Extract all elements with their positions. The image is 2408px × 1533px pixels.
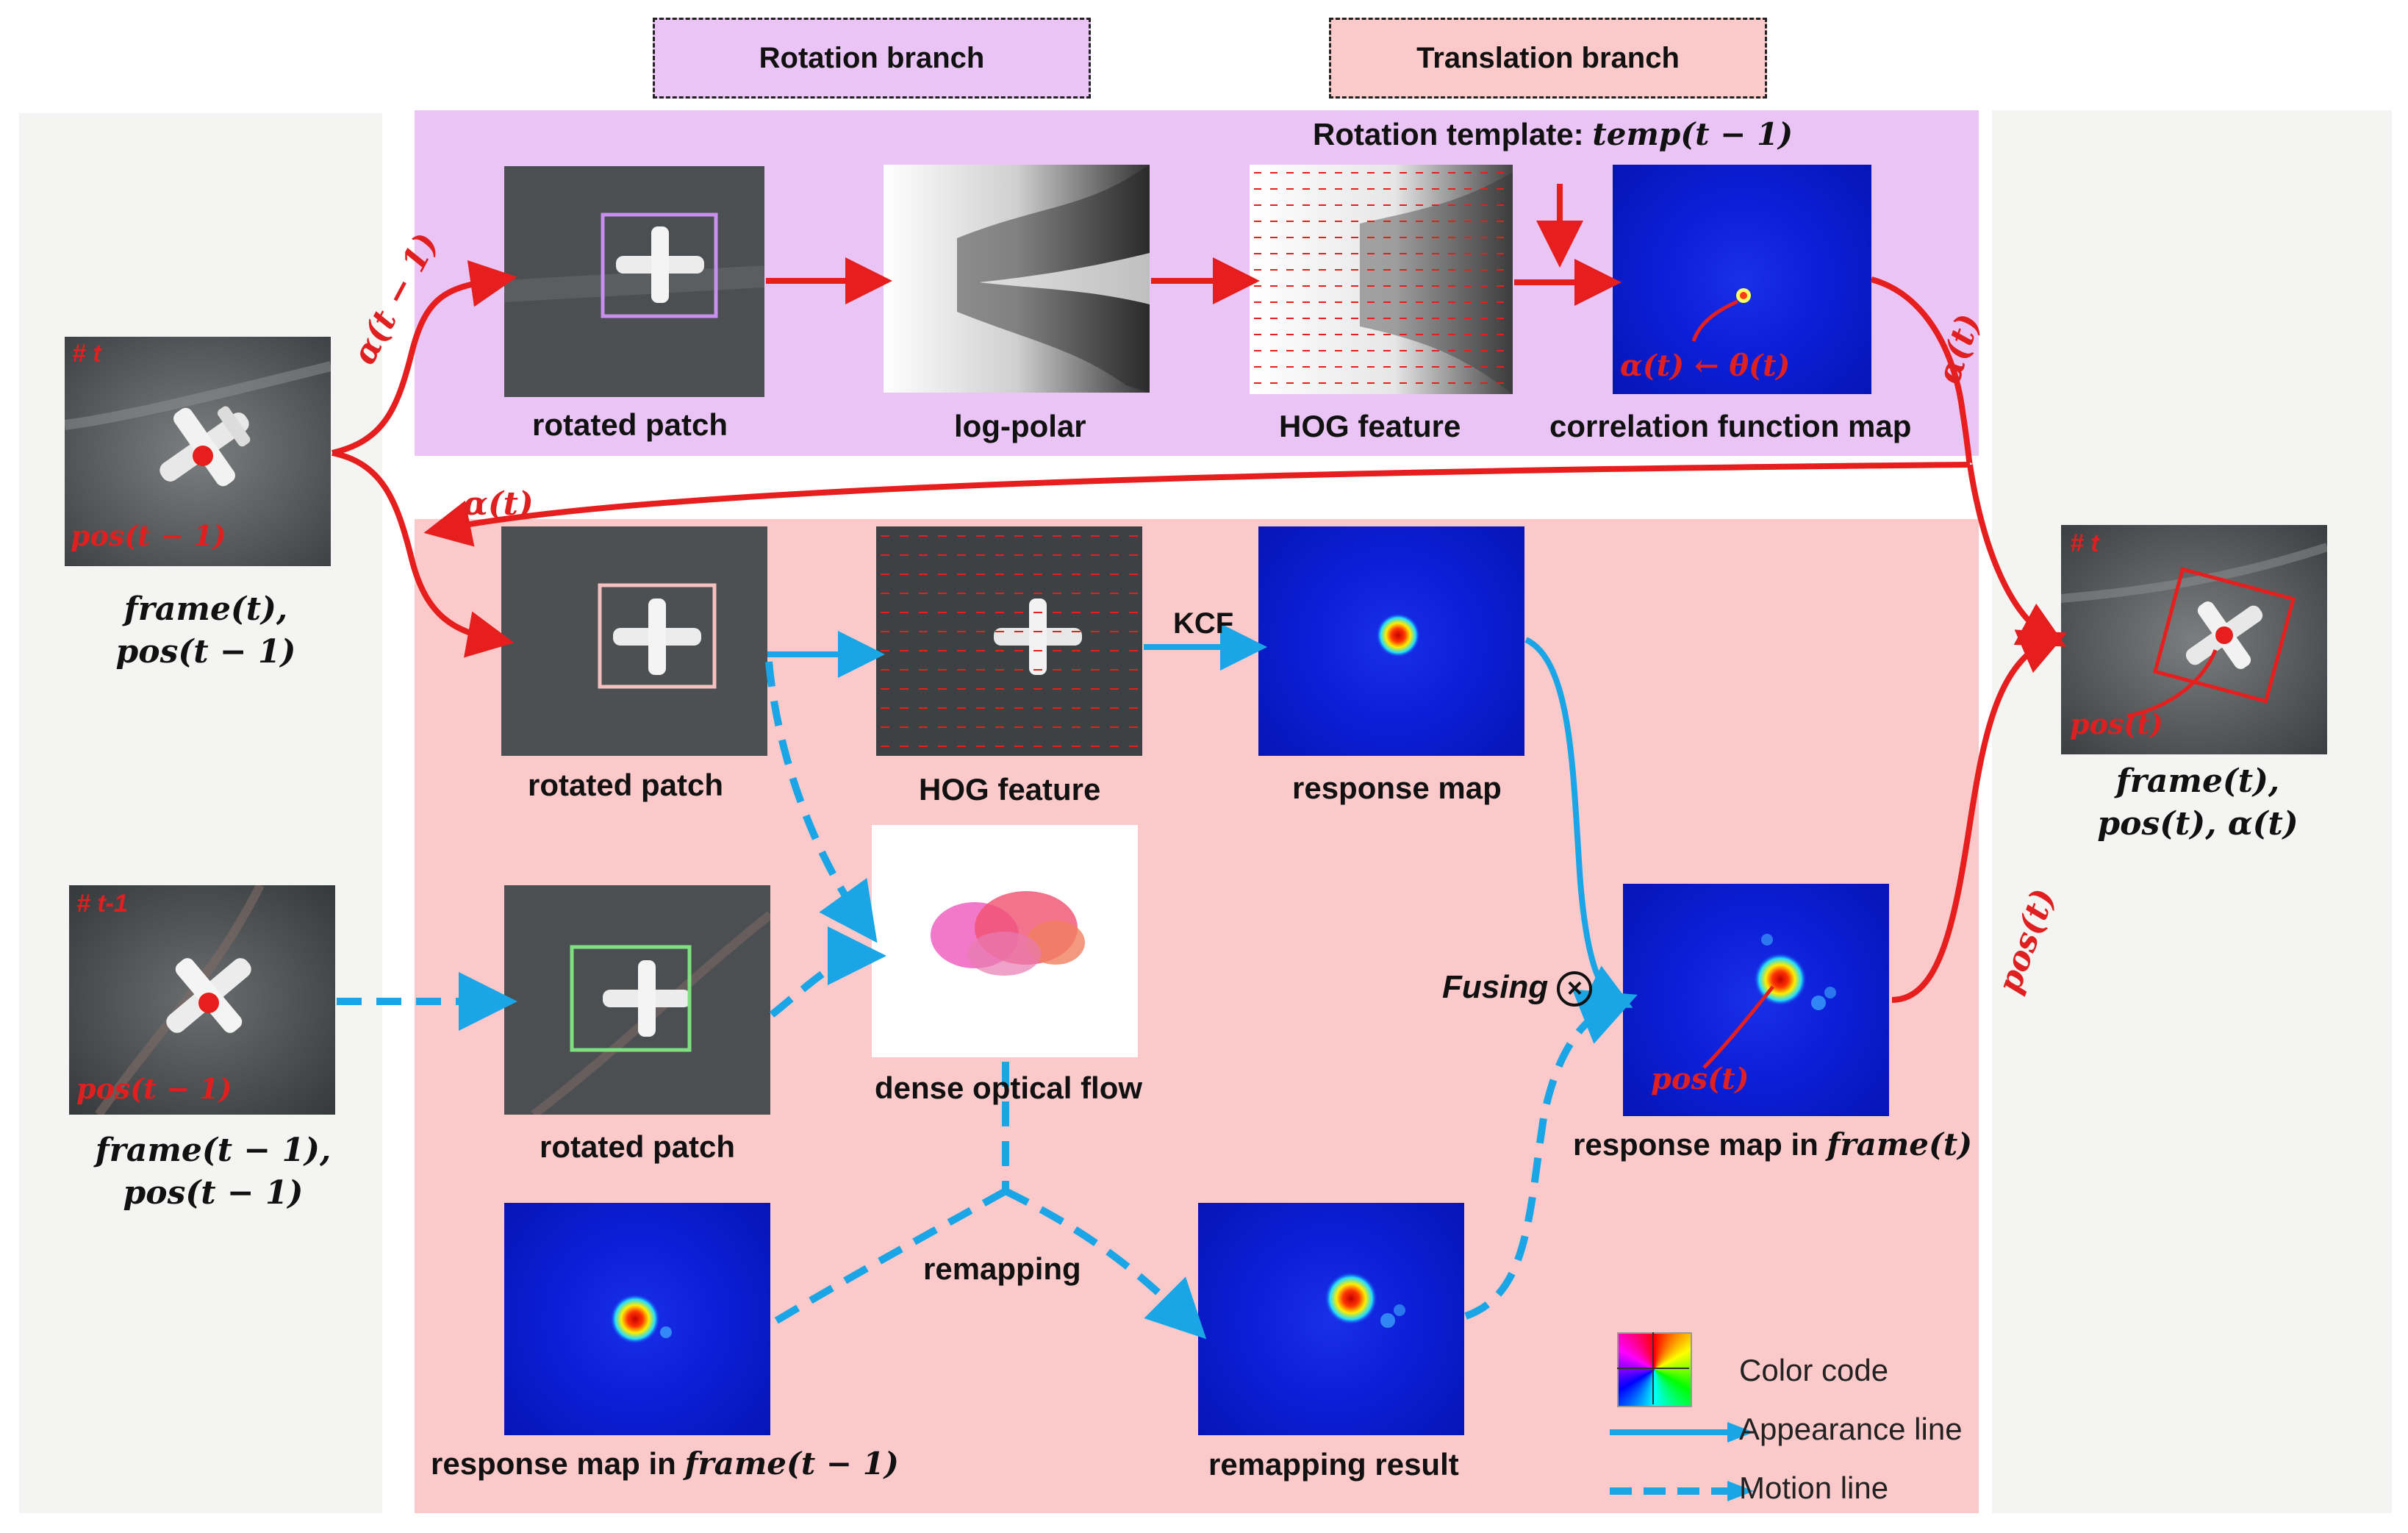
input-frame-t-pos: pos(t − 1) — [71, 519, 226, 552]
dense-optical-flow-svg — [931, 891, 1085, 976]
input-frame-t-line1: frame(t), — [123, 590, 288, 628]
legend-color-code: Color code — [1739, 1353, 1889, 1387]
translation-branch-label: Translation branch — [1416, 41, 1680, 74]
output-frame — [2061, 525, 2327, 754]
rotated-patch-low-label: rotated patch — [540, 1129, 736, 1164]
rotated-patch-top-label: rotated patch — [532, 407, 728, 442]
legend-motion-line-icon — [1610, 1481, 1754, 1501]
hog-top-label: HOG feature — [1279, 409, 1461, 443]
remapping-result-label: remapping result — [1208, 1447, 1459, 1482]
response-cur-label: response map in frame(t) — [1573, 1126, 1972, 1162]
color-code-icon — [1617, 1332, 1692, 1407]
legend-appearance: Appearance line — [1739, 1412, 1963, 1446]
input-frame-t-image — [65, 337, 331, 566]
remapping-label: remapping — [923, 1251, 1081, 1286]
input-frame-prev-image — [69, 885, 335, 1115]
rotated-patch-mid-label: rotated patch — [528, 768, 724, 802]
rotation-template-label: Rotation template: temp(t − 1) — [1313, 116, 1793, 152]
response-cur-image — [1623, 884, 1889, 1116]
translation-branch-legend: Translation branch — [1329, 18, 1767, 99]
response-cur-math: frame(t) — [1827, 1126, 1973, 1162]
rotated-patch-top-image — [504, 166, 764, 397]
red-arrows — [332, 184, 2068, 1003]
rotated-patch-low — [504, 885, 770, 1115]
correlation-map-label: correlation function map — [1549, 409, 1912, 443]
input-frame-t — [65, 337, 331, 566]
remapping-result-svg — [1325, 1272, 1405, 1328]
legend-motion: Motion line — [1739, 1471, 1889, 1505]
hog-top-svg — [1250, 165, 1513, 394]
input-frame-t-caption: frame(t), pos(t − 1) — [88, 588, 323, 673]
input-frame-prev-line1: frame(t − 1), — [95, 1132, 332, 1169]
input-frame-prev-caption: frame(t − 1), pos(t − 1) — [74, 1129, 353, 1215]
hog-mid-image — [876, 526, 1142, 756]
output-frame-line2: pos(t), α(t) — [2097, 805, 2298, 843]
blue-dashed-arrows — [337, 661, 1638, 1340]
response-cur-text: response map in — [1573, 1127, 1827, 1162]
remapping-result-image — [1198, 1203, 1464, 1435]
legend-appearance-line-icon — [1610, 1422, 1754, 1443]
output-frame-tag: # t — [2070, 529, 2099, 557]
alpha-theta-label: α(t) ← θ(t) — [1620, 349, 1791, 383]
input-frame-prev-tag: # t-1 — [76, 890, 128, 918]
rotation-template-text: Rotation template: — [1313, 117, 1593, 151]
response-prev-text: response map in — [431, 1446, 685, 1481]
correlation-map-svg — [1691, 288, 1751, 342]
output-frame-image — [2061, 525, 2327, 754]
rotation-template-math: temp(t − 1) — [1592, 116, 1794, 152]
color-code-cross-h — [1617, 1368, 1689, 1369]
log-polar-image — [884, 165, 1150, 393]
correlation-map-image — [1613, 165, 1871, 394]
fusing-label: Fusing × — [1442, 969, 1593, 1007]
input-frame-t-tag: # t — [72, 340, 101, 368]
kcf-label: KCF — [1173, 607, 1234, 640]
rotated-patch-low-image — [504, 885, 770, 1115]
response-map-svg — [1376, 613, 1420, 657]
fusing-text: Fusing — [1442, 969, 1549, 1005]
response-map-image — [1258, 526, 1524, 756]
output-frame-pos: pos(t) — [2070, 707, 2163, 740]
input-frame-t-line2: pos(t − 1) — [115, 633, 296, 671]
rotation-branch-label: Rotation branch — [759, 41, 985, 74]
rotated-patch-mid — [501, 526, 767, 756]
rotation-branch-legend: Rotation branch — [653, 18, 1091, 99]
response-cur-svg — [1702, 934, 1836, 1069]
hog-mid-svg — [876, 526, 1142, 756]
right-output-panel — [1992, 110, 2392, 1513]
response-cur-pos: pos(t) — [1651, 1062, 1749, 1096]
output-frame-caption: frame(t), pos(t), α(t) — [2043, 760, 2352, 846]
hog-mid-label: HOG feature — [919, 772, 1101, 807]
rotated-patch-top — [504, 166, 764, 397]
blue-solid-arrows — [767, 623, 1633, 1008]
alpha-t-left-label: α(t) — [463, 485, 534, 523]
response-prev-image — [504, 1203, 770, 1435]
hog-top-image — [1250, 165, 1513, 394]
log-polar-label: log-polar — [954, 409, 1086, 443]
output-frame-line1: frame(t), — [2115, 762, 2280, 800]
dense-flow-label: dense optical flow — [875, 1071, 1143, 1105]
response-prev-svg — [610, 1294, 672, 1344]
response-prev-label: response map in frame(t − 1) — [431, 1446, 899, 1482]
input-frame-prev-pos: pos(t − 1) — [76, 1072, 232, 1105]
input-frame-prev — [69, 885, 335, 1115]
log-polar-svg — [884, 165, 1150, 393]
response-prev-math: frame(t − 1) — [684, 1446, 899, 1482]
fusing-operator-icon: × — [1557, 971, 1593, 1007]
response-map-label: response map — [1292, 771, 1502, 805]
dense-optical-flow-image — [872, 825, 1138, 1057]
input-frame-prev-line2: pos(t − 1) — [123, 1174, 304, 1212]
rotated-patch-mid-image — [501, 526, 767, 756]
